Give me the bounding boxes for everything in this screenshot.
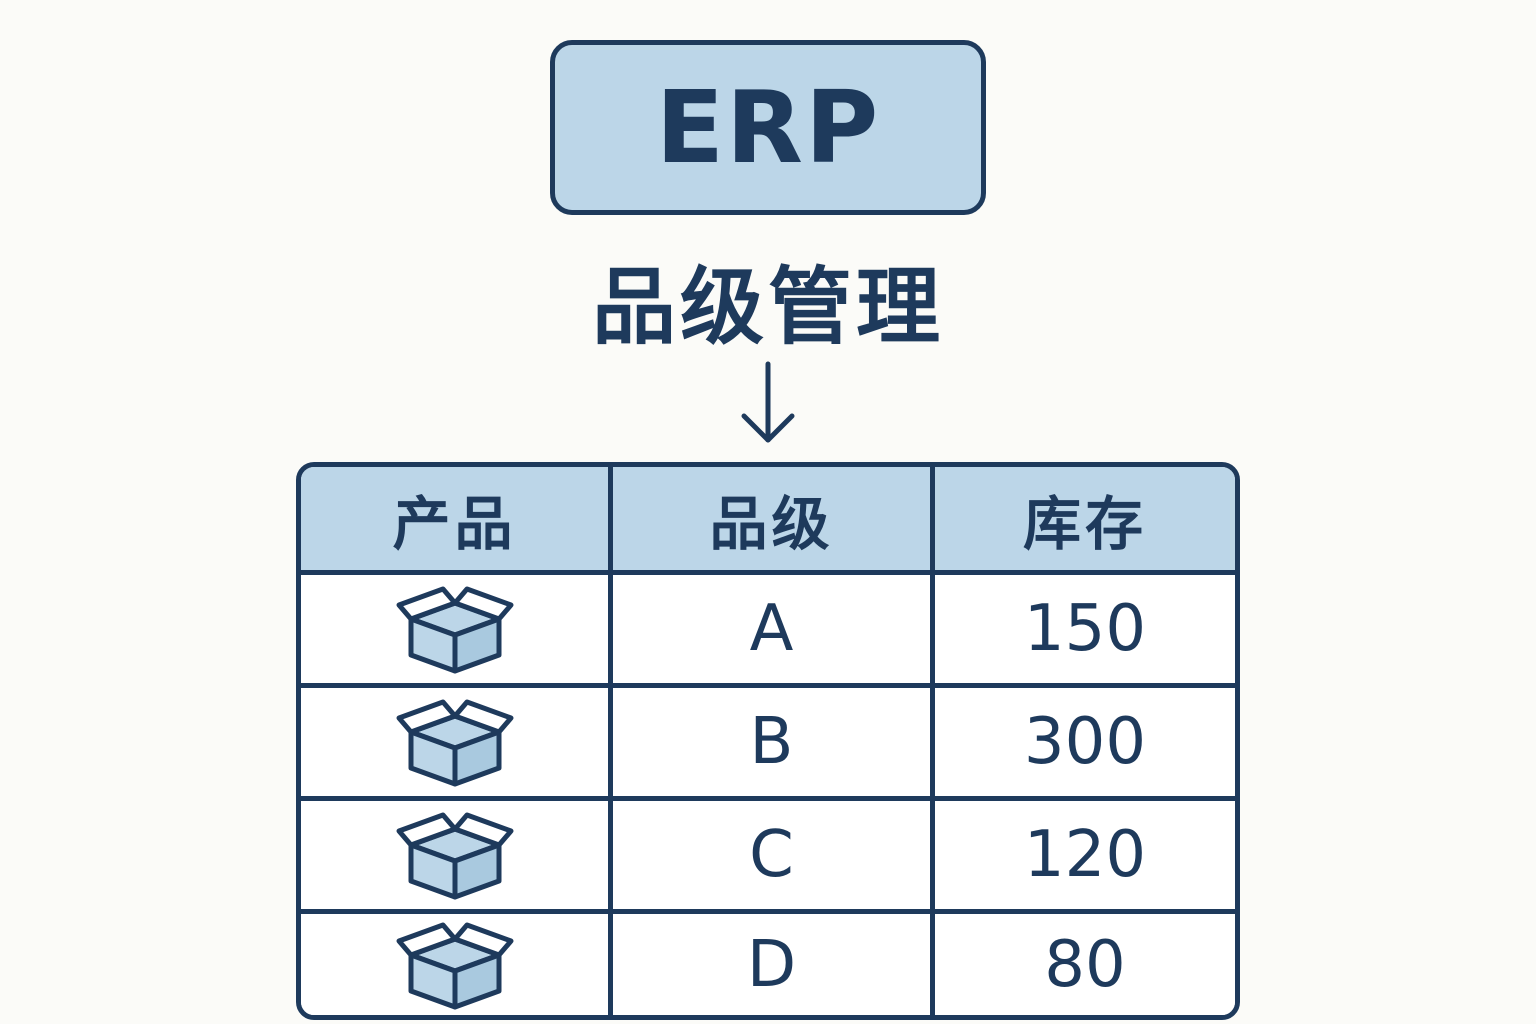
erp-title-box: ERP xyxy=(550,40,986,215)
box-icon xyxy=(396,586,513,674)
table-row: D 80 xyxy=(301,914,1235,1015)
stock-cell: 150 xyxy=(935,575,1235,683)
grade-cell: C xyxy=(613,801,935,909)
stock-cell: 300 xyxy=(935,688,1235,796)
subtitle: 品级管理 xyxy=(591,258,944,356)
grade-value: A xyxy=(749,592,794,666)
stock-value: 120 xyxy=(1023,818,1147,892)
grade-table: 产品 品级 库存 A 150 xyxy=(296,462,1240,1020)
table-row: A 150 xyxy=(301,575,1235,688)
stock-cell: 120 xyxy=(935,801,1235,909)
header-label: 库存 xyxy=(1022,489,1147,558)
product-cell xyxy=(301,575,613,683)
product-cell xyxy=(301,801,613,909)
stock-value: 300 xyxy=(1023,705,1147,779)
product-cell xyxy=(301,688,613,796)
grade-value: C xyxy=(749,818,794,892)
grade-cell: A xyxy=(613,575,935,683)
stock-value: 80 xyxy=(1044,927,1126,1002)
header-cell-stock: 库存 xyxy=(935,467,1235,570)
product-cell xyxy=(301,914,613,1015)
grade-cell: D xyxy=(613,914,935,1015)
box-icon xyxy=(396,812,513,900)
header-cell-product: 产品 xyxy=(301,467,613,570)
erp-title: ERP xyxy=(655,69,881,186)
table-row: B 300 xyxy=(301,688,1235,801)
stock-cell: 80 xyxy=(935,914,1235,1015)
header-label: 产品 xyxy=(392,489,517,558)
stock-value: 150 xyxy=(1023,592,1147,666)
box-icon xyxy=(396,922,513,1009)
grade-cell: B xyxy=(613,688,935,796)
table-header-row: 产品 品级 库存 xyxy=(301,467,1235,575)
header-label: 品级 xyxy=(709,489,834,558)
grade-value: D xyxy=(746,927,797,1002)
grade-value: B xyxy=(749,705,794,779)
header-cell-grade: 品级 xyxy=(613,467,935,570)
box-icon xyxy=(396,699,513,787)
table-row: C 120 xyxy=(301,801,1235,914)
down-arrow-icon xyxy=(741,361,795,443)
